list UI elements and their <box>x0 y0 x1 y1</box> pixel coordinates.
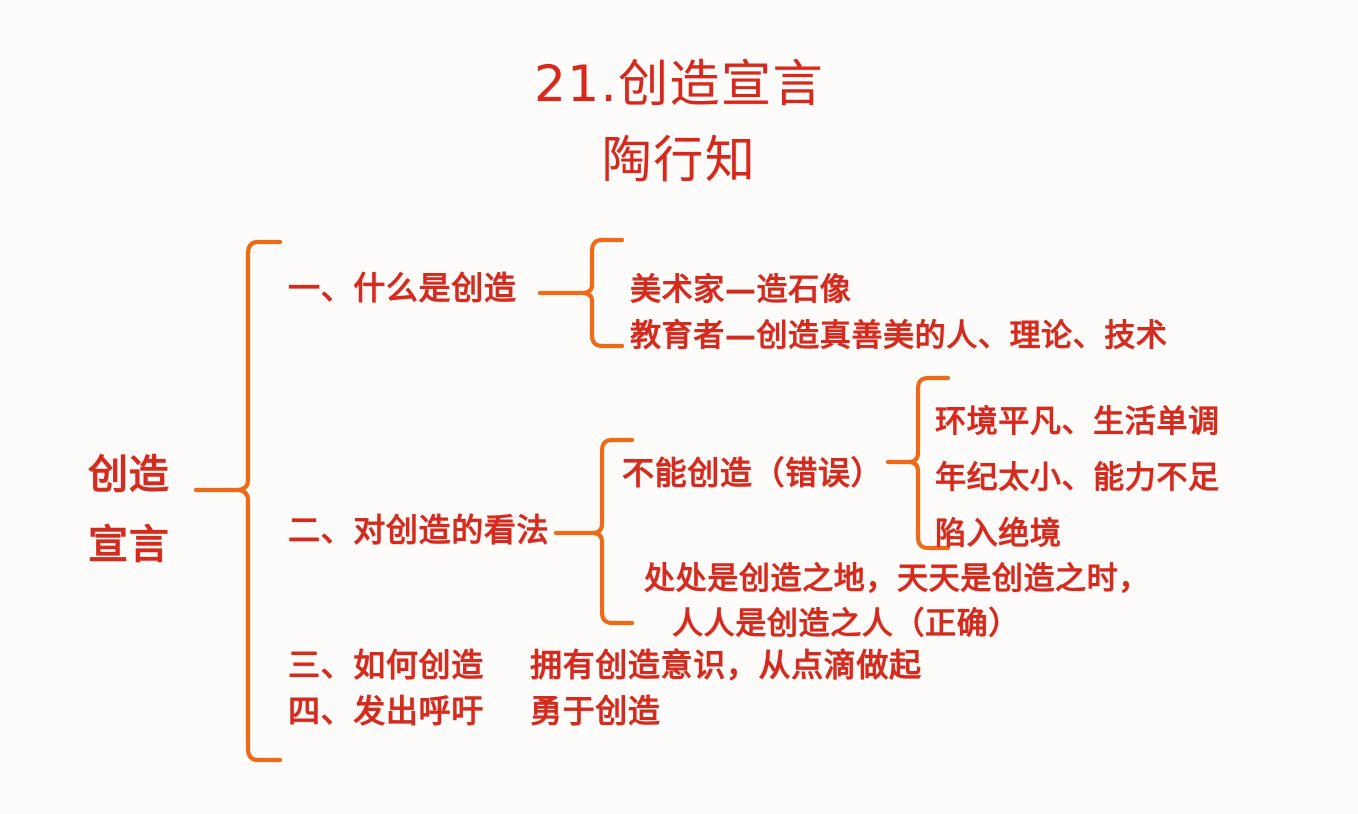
branch-3-label: 三、如何创造 <box>288 646 484 684</box>
branch-4-label: 四、发出呼吁 <box>288 692 484 730</box>
branch-1-label: 一、什么是创造 <box>288 269 517 307</box>
branch-2-label: 二、对创造的看法 <box>288 511 550 549</box>
branch-2-child-2-line1: 处处是创造之地，天天是创造之时， <box>644 561 1150 597</box>
branch-2-child-2-line2: 人人是创造之人（正确） <box>672 606 1020 642</box>
branch-4-detail: 勇于创造 <box>530 692 661 730</box>
branch-3-detail: 拥有创造意识，从点滴做起 <box>530 646 922 684</box>
root-node-line2: 宣言 <box>88 522 170 568</box>
page-title-author: 陶行知 <box>601 131 757 189</box>
brace-root <box>235 239 283 763</box>
branch-2-child-1-detail-2: 年纪太小、能力不足 <box>935 460 1220 496</box>
brace-branch1 <box>581 237 625 349</box>
branch-1-child-1: 美术家—造石像 <box>630 272 852 308</box>
root-node-line1: 创造 <box>88 452 170 498</box>
branch-2-child-1: 不能创造（错误） <box>622 454 884 492</box>
branch-1-child-2: 教育者—创造真善美的人、理论、技术 <box>630 318 1168 354</box>
branch-2-child-1-detail-1: 环境平凡、生活单调 <box>935 404 1220 440</box>
branch-2-child-1-detail-3: 陷入绝境 <box>935 516 1062 552</box>
page-title-line1: 21.创造宣言 <box>533 55 825 113</box>
